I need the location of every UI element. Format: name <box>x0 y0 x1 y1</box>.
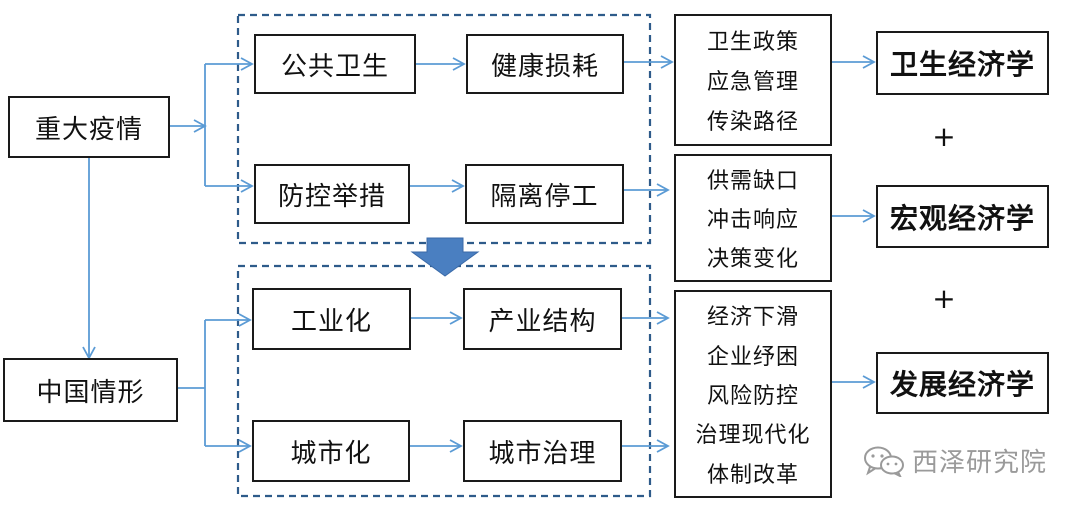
list-item: 企业纾困 <box>706 344 799 370</box>
development-economics-box: 发展经济学 <box>876 352 1049 414</box>
watermark: 西泽研究院 <box>862 442 1047 479</box>
list-item: 治理现代化 <box>695 423 811 449</box>
macro-topics-list: 供需缺口 冲击响应 决策变化 <box>674 154 832 282</box>
list-item: 冲击响应 <box>706 208 799 233</box>
health-loss-box: 健康损耗 <box>466 34 624 94</box>
list-item: 应急管理 <box>706 70 799 95</box>
list-item: 传染路径 <box>706 110 799 135</box>
health-economics-box: 卫生经济学 <box>876 31 1049 95</box>
isolation-shutdown-box: 隔离停工 <box>465 164 624 224</box>
plus-sign: + <box>932 120 956 153</box>
urban-governance-box: 城市治理 <box>463 420 622 482</box>
list-item: 供需缺口 <box>706 169 799 194</box>
list-item: 风险防控 <box>706 383 799 409</box>
list-item: 经济下滑 <box>706 305 799 331</box>
industrialization-box: 工业化 <box>252 288 411 350</box>
industrial-structure-box: 产业结构 <box>463 288 622 350</box>
development-topics-list: 经济下滑 企业纾困 风险防控 治理现代化 体制改革 <box>674 290 832 498</box>
wechat-icon <box>864 446 904 477</box>
list-item: 卫生政策 <box>706 30 799 55</box>
prevention-measures-box: 防控举措 <box>254 164 410 224</box>
health-topics-list: 卫生政策 应急管理 传染路径 <box>674 14 832 146</box>
list-item: 决策变化 <box>706 247 799 272</box>
china-situation-box: 中国情形 <box>3 358 178 422</box>
list-item: 体制改革 <box>706 462 799 488</box>
plus-sign: + <box>932 282 956 315</box>
public-health-box: 公共卫生 <box>254 34 416 94</box>
stage-transition-arrow <box>410 237 480 277</box>
epidemic-box: 重大疫情 <box>8 96 170 158</box>
macro-economics-box: 宏观经济学 <box>876 185 1049 248</box>
watermark-text: 西泽研究院 <box>912 448 1048 478</box>
urbanization-box: 城市化 <box>252 420 410 482</box>
